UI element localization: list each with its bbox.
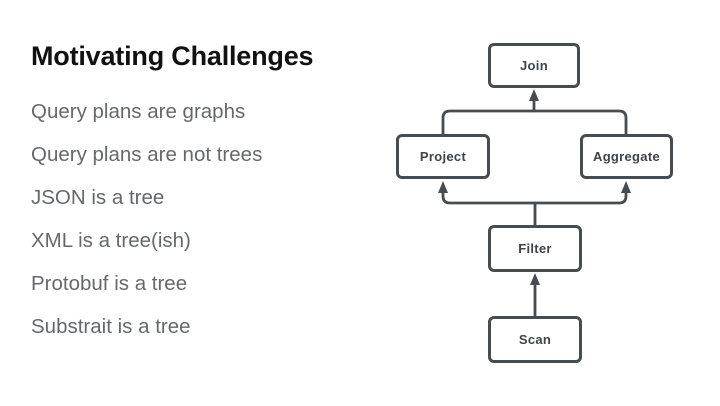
edge-project-aggregate-merge (441, 109, 628, 136)
arrowhead-into-filter (530, 273, 540, 285)
bullet-item: Query plans are graphs (31, 100, 246, 123)
edge-filter-split (441, 184, 628, 205)
bullet-list: Query plans are graphs Query plans are n… (31, 90, 262, 348)
bullet-item: JSON is a tree (31, 186, 165, 209)
bullet-item: Query plans are not trees (31, 143, 263, 166)
node-project-label: Project (419, 149, 467, 164)
node-scan-label: Scan (518, 332, 552, 347)
bullet-item: Protobuf is a tree (31, 272, 188, 295)
node-join-label: Join (520, 58, 548, 73)
node-join: Join (488, 43, 580, 88)
bullet-item: Substrait is a tree (31, 315, 191, 338)
arrowhead-into-project (438, 181, 448, 193)
node-scan: Scan (488, 316, 582, 363)
node-filter: Filter (488, 225, 582, 272)
arrowhead-into-aggregate (621, 181, 631, 193)
node-filter-label: Filter (518, 241, 552, 256)
bullet-item: XML is a tree(ish) (31, 229, 191, 252)
node-aggregate: Aggregate (580, 134, 673, 179)
node-project: Project (396, 134, 490, 179)
arrowhead-into-join (529, 89, 539, 101)
node-aggregate-label: Aggregate (593, 149, 660, 164)
slide-title: Motivating Challenges (31, 41, 314, 71)
